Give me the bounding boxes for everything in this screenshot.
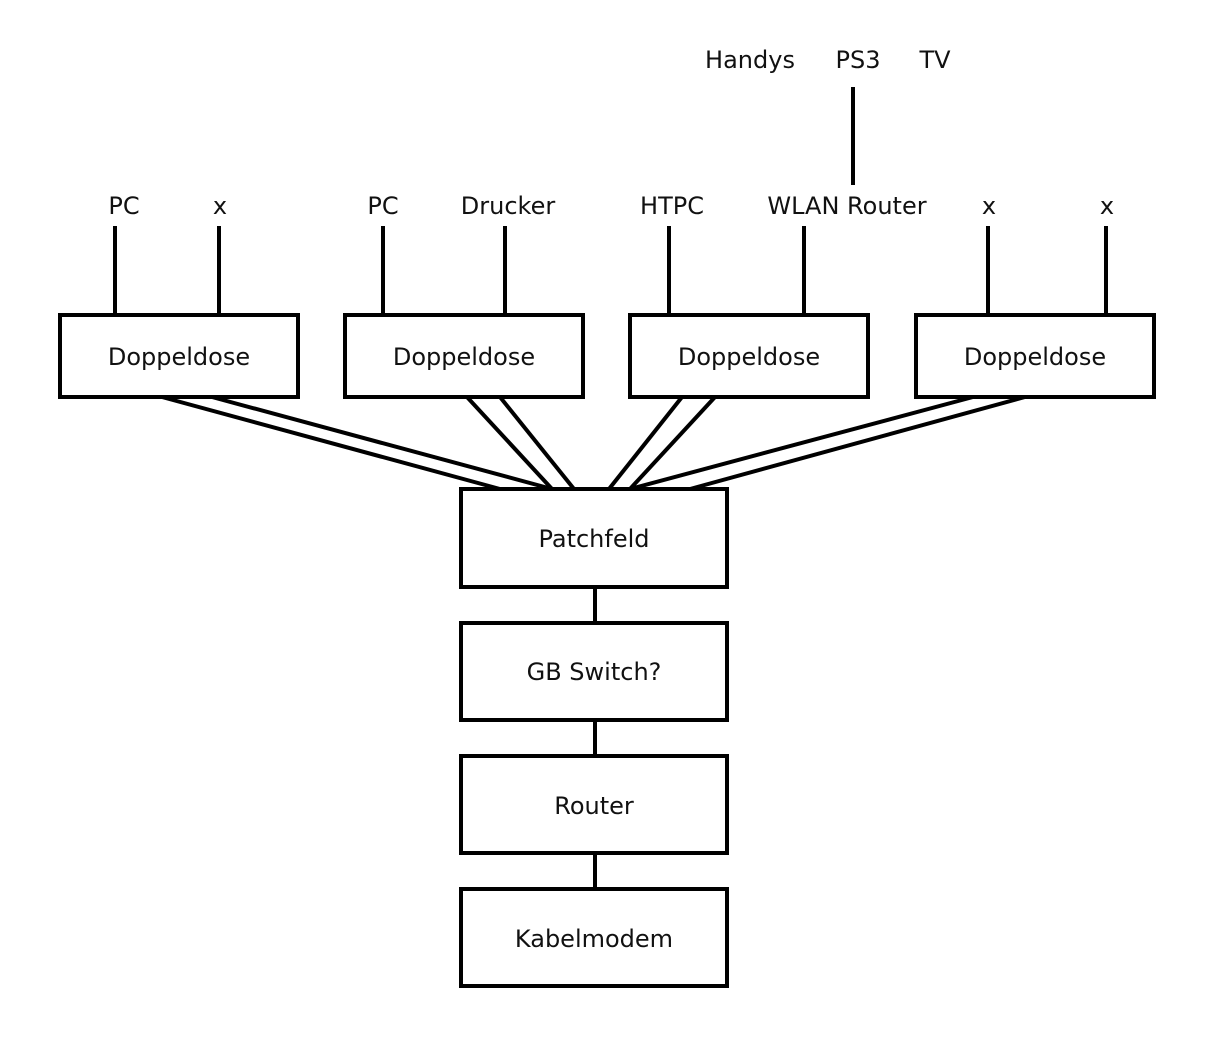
outlet-label: Doppeldose [393,343,535,371]
outlet-dose1: Doppeldose [58,313,300,399]
cable-dose4-patchfeld-a [629,395,974,491]
node-box [459,621,729,722]
device-label-handys: Handys [705,46,795,74]
port-label-dose1-2: x [213,192,227,220]
node-box [459,887,729,988]
outlet-label: Doppeldose [964,343,1106,371]
node-kabelmodem: Kabelmodem [459,887,729,988]
node-patchfeld: Patchfeld [459,487,729,589]
port-label-dose3-1: HTPC [640,192,704,220]
outlet-dose4: Doppeldose [914,313,1156,399]
port-label-dose2-2: Drucker [461,192,556,220]
node-label: Router [554,792,634,820]
cable-dose1-patchfeld-b [211,395,553,491]
node-label: GB Switch? [527,658,662,686]
outlet-box [58,313,300,399]
node-box [459,754,729,855]
device-label-tv: TV [918,46,951,74]
outlet-box [628,313,870,399]
node-gb-switch: GB Switch? [459,621,729,722]
cable-dose3-patchfeld-a [607,395,684,491]
node-router: Router [459,754,729,855]
cable-dose2-patchfeld-a [465,395,554,491]
outlet-dose3: Doppeldose [628,313,870,399]
node-label: Patchfeld [538,525,649,553]
outlet-box [343,313,585,399]
cable-dose3-patchfeld-b [628,395,717,491]
port-label-dose2-1: PC [367,192,398,220]
node-label: Kabelmodem [515,925,673,953]
cable-dose4-patchfeld-b [689,395,1026,491]
node-box [459,487,729,589]
outlet-dose2: Doppeldose [343,313,585,399]
device-label-ps3: PS3 [836,46,881,74]
cable-dose1-patchfeld-a [161,395,501,491]
port-label-dose4-1: x [982,192,996,220]
outlet-box [914,313,1156,399]
cable-dose2-patchfeld-b [498,395,576,491]
outlet-label: Doppeldose [108,343,250,371]
port-label-dose3-2: WLAN Router [767,192,926,220]
outlet-label: Doppeldose [678,343,820,371]
port-label-dose4-2: x [1100,192,1114,220]
port-label-dose1-1: PC [108,192,139,220]
